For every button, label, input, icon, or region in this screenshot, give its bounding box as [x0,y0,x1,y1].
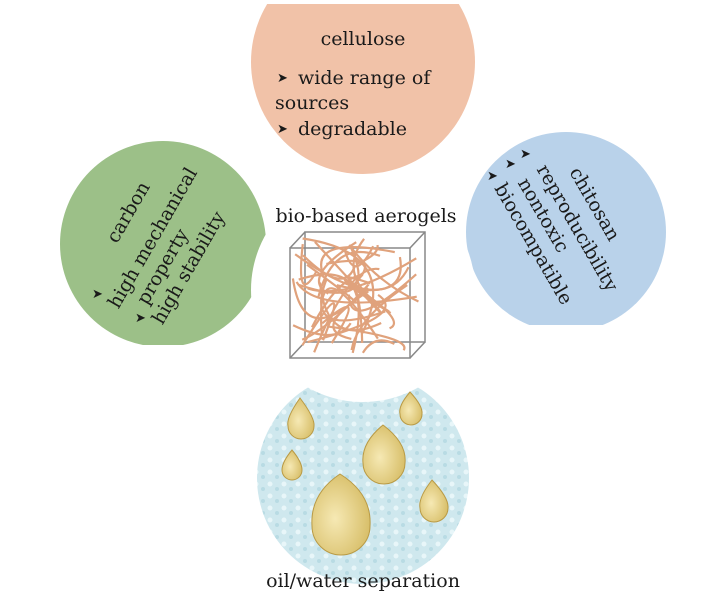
oil-drops [281,391,449,556]
fiber [292,322,352,337]
fiber [356,287,396,330]
arrow-icon: ➤ [505,157,516,172]
oil-drop-icon [399,391,423,426]
arrow-icon: ➤ [92,287,103,302]
cellulose-title: cellulose [321,28,406,50]
fiber [316,250,381,299]
fiber [295,281,417,304]
oil-drop-icon [362,424,406,485]
oil-drop-icon [287,397,315,440]
fiber-network [291,237,419,354]
cellulose-petal [251,0,475,174]
arrow-icon: ➤ [277,71,288,86]
arrow-icon: ➤ [135,311,146,326]
arrow-icon: ➤ [277,122,288,137]
fiber [319,287,379,340]
fiber [307,293,387,344]
arrow-icon: ➤ [487,169,498,184]
fiber [299,243,318,286]
fiber [301,302,336,346]
fiber [361,339,395,354]
cellulose-point: sources [275,92,349,114]
oil-drop-icon [419,479,449,523]
fiber [321,305,350,344]
cellulose-point: degradable [298,118,407,140]
center-label: bio-based aerogels [275,205,456,227]
oil-drop-icon [281,449,303,481]
application-label: oil/water separation [266,570,460,592]
chitosan-petal [466,132,666,332]
fiber [298,273,360,354]
fiber [302,254,357,280]
fiber [320,246,395,272]
carbon-petal [60,141,266,347]
arrow-icon: ➤ [520,147,531,162]
fiber [336,256,402,292]
cellulose-point: wide range of [298,67,432,89]
oil-drop-icon [311,473,371,556]
fiber [350,284,408,351]
